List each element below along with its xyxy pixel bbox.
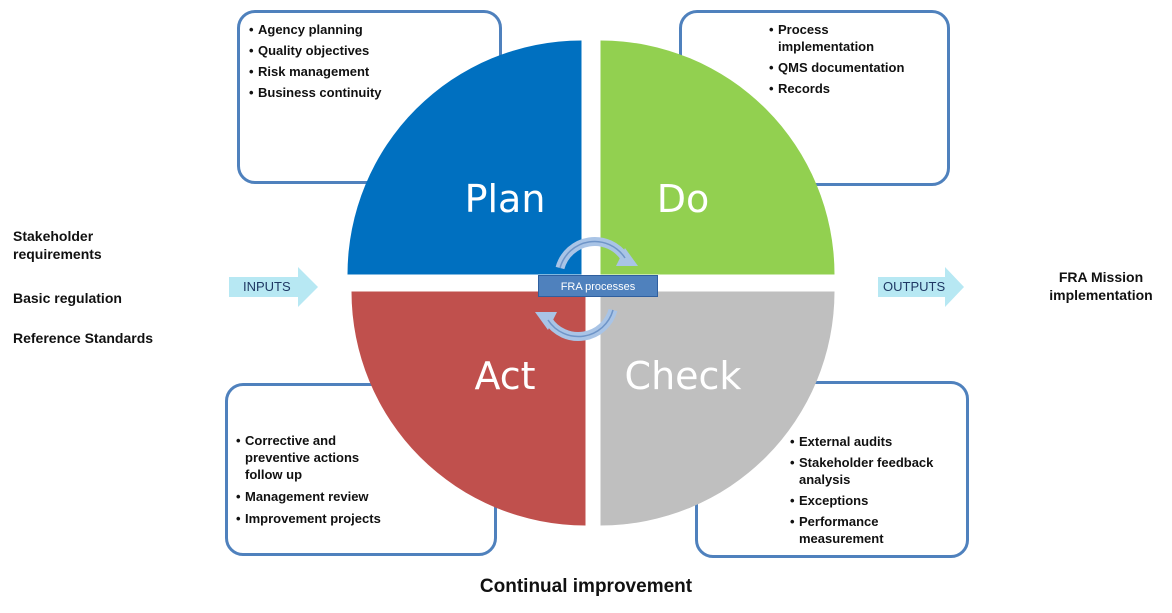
list-item: Agency planning xyxy=(249,21,419,38)
list-item: Performance measurement xyxy=(790,513,919,547)
do-label: Do xyxy=(657,177,710,221)
list-item: Stakeholder feedback analysis xyxy=(790,454,969,488)
do-quadrant xyxy=(600,40,835,275)
list-item: Quality objectives xyxy=(249,42,419,59)
footer-title: Continual improvement xyxy=(479,576,693,597)
input-basic-regulation: Basic regulation xyxy=(13,290,122,306)
outputs-arrow-label: OUTPUTS xyxy=(883,279,946,294)
plan-box-list: Agency planning Quality objectives Risk … xyxy=(249,21,419,101)
list-item: Improvement projects xyxy=(236,510,386,527)
plan-quadrant xyxy=(347,40,582,275)
check-box-list: External audits Stakeholder feedback ana… xyxy=(790,433,965,547)
list-item: QMS documentation xyxy=(769,59,944,76)
do-box-list: Process implementation QMS documentation… xyxy=(769,21,944,97)
inputs-arrow xyxy=(229,267,318,307)
input-stakeholder-requirements: Stakeholder requirements xyxy=(13,228,102,262)
act-label: Act xyxy=(474,354,535,398)
inputs-arrow-label: INPUTS xyxy=(243,279,291,294)
list-item: Process implementation xyxy=(769,21,888,55)
check-quadrant xyxy=(600,291,835,526)
check-label: Check xyxy=(625,354,742,398)
list-item: Exceptions xyxy=(790,492,965,509)
plan-label: Plan xyxy=(465,177,546,221)
list-item: Management review xyxy=(236,488,386,505)
list-item: Risk management xyxy=(249,63,419,80)
act-box-list: Corrective and preventive actions follow… xyxy=(236,432,386,527)
list-item: Corrective and preventive actions follow… xyxy=(236,432,386,483)
output-fra-mission: FRA Mission implementation xyxy=(1049,269,1153,303)
list-item: Records xyxy=(769,80,944,97)
input-reference-standards: Reference Standards xyxy=(13,330,154,346)
act-quadrant xyxy=(351,291,586,526)
fra-processes-label: FRA processes xyxy=(538,275,658,297)
list-item: Business continuity xyxy=(249,84,419,101)
cycle-arrows-icon xyxy=(535,237,638,341)
outputs-arrow xyxy=(878,267,964,307)
list-item: External audits xyxy=(790,433,965,450)
